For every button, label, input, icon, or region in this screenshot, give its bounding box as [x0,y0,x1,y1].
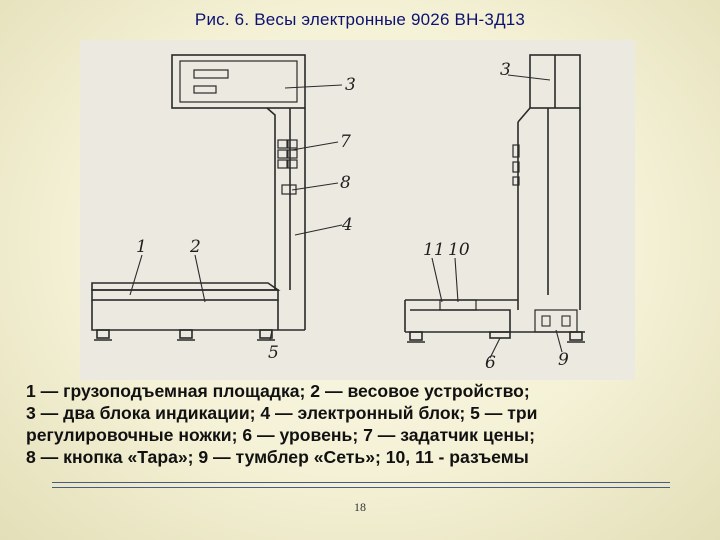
scale-diagram-svg: 3 7 8 4 1 2 5 [91,54,585,373]
caption-line: 1 — грузоподъемная площадка; 2 — весовое… [26,381,530,401]
front-feet [94,329,275,341]
label-11: 11 [423,240,445,260]
front-display-window-2 [193,85,217,94]
figure-caption: 1 — грузоподъемная площадка; 2 — весовое… [26,380,706,468]
label-9: 9 [558,350,569,370]
label-3-front: 3 [345,75,356,95]
caption-line: 3 — два блока индикации; 4 — электронный… [26,403,538,423]
label-1: 1 [136,237,147,257]
label-10: 10 [448,240,470,260]
label-8: 8 [340,173,351,193]
label-3-side: 3 [500,60,511,80]
scale-drawing: 3 7 8 4 1 2 5 [80,40,635,380]
label-7: 7 [340,132,351,152]
label-4: 4 [341,215,353,235]
caption-line: регулировочные ножки; 6 — уровень; 7 — з… [26,425,535,445]
price-keypad [277,139,298,169]
power-switch [534,309,578,333]
label-5: 5 [268,343,279,363]
caption-line: 8 — кнопка «Тара»; 9 — тумблер «Сеть»; 1… [26,447,529,467]
front-display-window-1 [193,69,229,79]
slide-title: Рис. 6. Весы электронные 9026 ВН-3Д13 [194,10,526,29]
side-view: 3 11 10 6 9 [404,54,585,373]
label-2: 2 [189,237,201,257]
label-6: 6 [485,353,496,373]
front-display-unit [171,54,306,109]
footer-rule [52,482,670,488]
front-view: 3 7 8 4 1 2 5 [91,54,356,363]
page-number: 18 [354,500,366,514]
